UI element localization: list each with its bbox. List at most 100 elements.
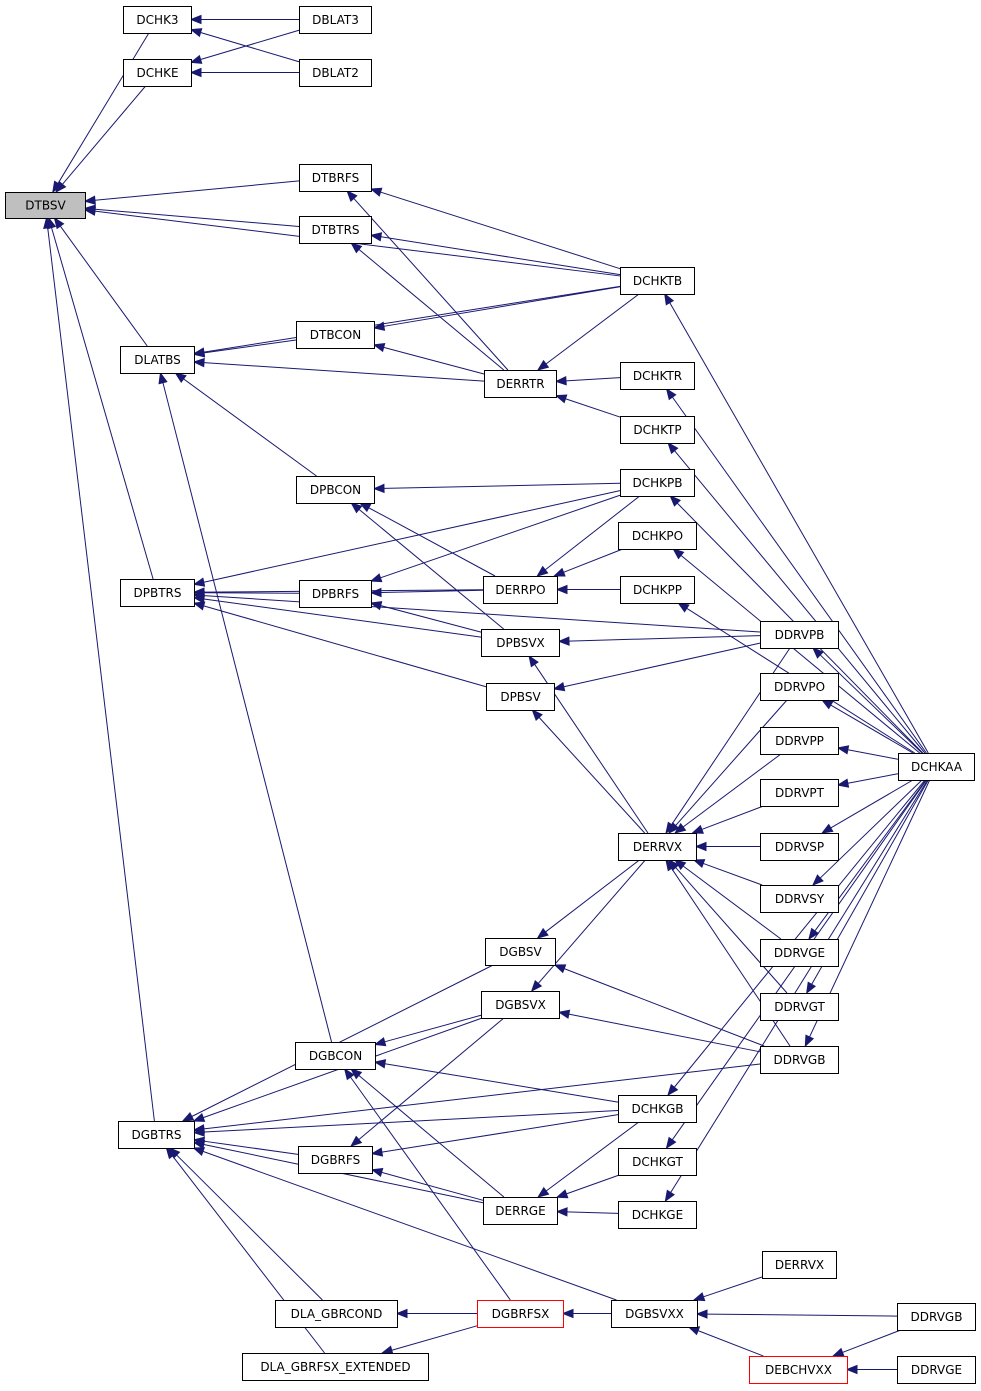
node-label: DDRVGE (911, 1363, 962, 1377)
node-dchktp[interactable]: DCHKTP (620, 416, 695, 444)
node-ddrvgb[interactable]: DDRVGB (760, 1046, 839, 1074)
node-derrtr[interactable]: DERRTR (484, 370, 557, 398)
edge-derrtr-to-dtbtrs (358, 249, 505, 371)
arrowhead-icon (536, 565, 549, 577)
node-dpbsvx[interactable]: DPBSVX (481, 629, 560, 657)
arrowhead-icon (812, 874, 824, 886)
arrowhead-icon (189, 28, 203, 38)
arrowhead-icon (343, 1067, 355, 1081)
node-ddrvpo[interactable]: DDRVPO (760, 673, 839, 701)
edge-derrvx2-to-dgbsvxx (703, 1276, 763, 1298)
node-dtbsv[interactable]: DTBSV (5, 192, 86, 219)
arrowhead-icon (836, 778, 850, 788)
node-label: DERRVX (775, 1258, 824, 1272)
node-dchkpp[interactable]: DCHKPP (620, 576, 695, 604)
node-ddrvsy[interactable]: DDRVSY (760, 885, 839, 913)
node-dchktb[interactable]: DCHKTB (620, 267, 695, 295)
node-derrvx2[interactable]: DERRVX (762, 1251, 837, 1279)
node-box (299, 216, 372, 244)
node-dchkgt[interactable]: DCHKGT (618, 1148, 697, 1176)
node-label: DDRVPP (775, 734, 824, 748)
edge-dgbrfs-to-dgbtrs (203, 1140, 299, 1155)
node-dblat3[interactable]: DBLAT3 (299, 6, 372, 34)
node-ddrvgt[interactable]: DDRVGT (760, 993, 839, 1021)
node-debchvxx[interactable]: DEBCHVXX (749, 1356, 848, 1384)
arrowhead-icon (555, 584, 568, 595)
arrowhead-icon (181, 1112, 195, 1122)
arrowhead-icon (350, 502, 363, 514)
arrowhead-icon (808, 927, 819, 941)
node-ddrvsp[interactable]: DDRVSP (760, 833, 839, 861)
node-dgbsvxx[interactable]: DGBSVXX (611, 1300, 698, 1328)
arrowhead-icon (665, 387, 677, 401)
node-dla-gbrcond[interactable]: DLA_GBRCOND (275, 1300, 398, 1328)
node-dchkaa[interactable]: DCHKAA (898, 753, 975, 781)
edge-dchkge-to-derrge (566, 1211, 619, 1214)
node-dgbrfs[interactable]: DGBRFS (298, 1146, 373, 1174)
node-dgbsvx[interactable]: DGBSVX (481, 991, 560, 1019)
node-dpbsv[interactable]: DPBSV (486, 683, 555, 711)
edge-dchkaa-to-ddrvpo (830, 704, 914, 754)
node-label: DGBSV (499, 945, 542, 959)
node-ddrvge2[interactable]: DDRVGE (897, 1356, 976, 1384)
node-label: DCHKTP (633, 423, 681, 437)
edge-derrge-to-dgbrfs (381, 1171, 484, 1201)
node-label: DPBSVX (496, 636, 545, 650)
edge-ddrvgb2-to-dgbsvxx (706, 1313, 898, 1317)
node-dpbcon[interactable]: DPBCON (296, 476, 375, 504)
node-dlatbs[interactable]: DLATBS (120, 346, 195, 374)
node-dpbtrs[interactable]: DPBTRS (120, 579, 195, 607)
arrowhead-icon (672, 548, 685, 560)
node-ddrvpb[interactable]: DDRVPB (760, 621, 839, 649)
node-dtbrfs[interactable]: DTBRFS (299, 164, 372, 192)
node-label: DCHKGT (632, 1155, 683, 1169)
node-ddrvpt[interactable]: DDRVPT (760, 779, 839, 807)
arrowhead-icon (692, 859, 706, 869)
node-dchkpb[interactable]: DCHKPB (620, 469, 695, 497)
node-box (296, 476, 375, 504)
node-ddrvpp[interactable]: DDRVPP (760, 727, 839, 755)
edge-dchktb-to-dtbrfs (380, 191, 621, 270)
node-dtbtrs[interactable]: DTBTRS (299, 216, 372, 244)
edge-dchkaa-to-dchktb (669, 302, 929, 754)
arrowhead-icon (691, 824, 704, 834)
edge-dchkpb-to-dpbcon (383, 482, 621, 489)
node-dgbsv[interactable]: DGBSV (485, 938, 556, 966)
node-dpbrfs[interactable]: DPBRFS (299, 580, 372, 608)
node-dla-gbrfsx-extended[interactable]: DLA_GBRFSX_EXTENDED (242, 1353, 429, 1381)
node-ddrvge[interactable]: DDRVGE (760, 939, 839, 967)
edge-derrvx-to-dgbsvx (537, 859, 646, 984)
node-dgbtrs[interactable]: DGBTRS (118, 1121, 195, 1149)
node-dgbcon[interactable]: DGBCON (295, 1042, 376, 1070)
node-derrpo[interactable]: DERRPO (483, 576, 558, 604)
arrowhead-icon (165, 1146, 177, 1160)
node-dgbrfsx[interactable]: DGBRFSX (477, 1300, 564, 1328)
edge-ddrvpo-to-derrvx (675, 699, 788, 826)
node-box (760, 727, 839, 755)
arrowhead-icon (536, 927, 549, 939)
node-dchk3[interactable]: DCHK3 (123, 6, 192, 34)
node-label: DDRVGE (774, 946, 825, 960)
node-dchke[interactable]: DCHKE (123, 59, 192, 87)
edge-ddrvgb-to-dgbsvx (568, 1013, 761, 1053)
node-derrge[interactable]: DERRGE (483, 1197, 558, 1225)
edge-ddrvpp-to-derrvx (682, 753, 782, 828)
node-dchkpo[interactable]: DCHKPO (618, 522, 697, 550)
arrowhead-icon (804, 1034, 815, 1048)
arrowhead-icon (192, 357, 205, 368)
node-dchkge[interactable]: DCHKGE (618, 1201, 697, 1229)
node-dblat2[interactable]: DBLAT2 (299, 59, 372, 87)
node-dchkgb[interactable]: DCHKGB (618, 1095, 697, 1123)
edge-ddrvpt-to-derrvx (701, 805, 764, 830)
arrowhead-icon (192, 601, 206, 611)
arrowhead-icon (369, 232, 383, 242)
edge-dgbtrs-to-dtbsv (47, 227, 155, 1122)
node-derrvx[interactable]: DERRVX (618, 833, 697, 861)
arrowhead-icon (667, 441, 679, 455)
node-dchktr[interactable]: DCHKTR (620, 362, 695, 390)
edge-dchkaa-to-dchktr (672, 396, 927, 754)
node-label: DCHKPB (633, 476, 683, 490)
node-dtbcon[interactable]: DTBCON (296, 321, 375, 349)
node-ddrvgb2[interactable]: DDRVGB (897, 1303, 976, 1331)
